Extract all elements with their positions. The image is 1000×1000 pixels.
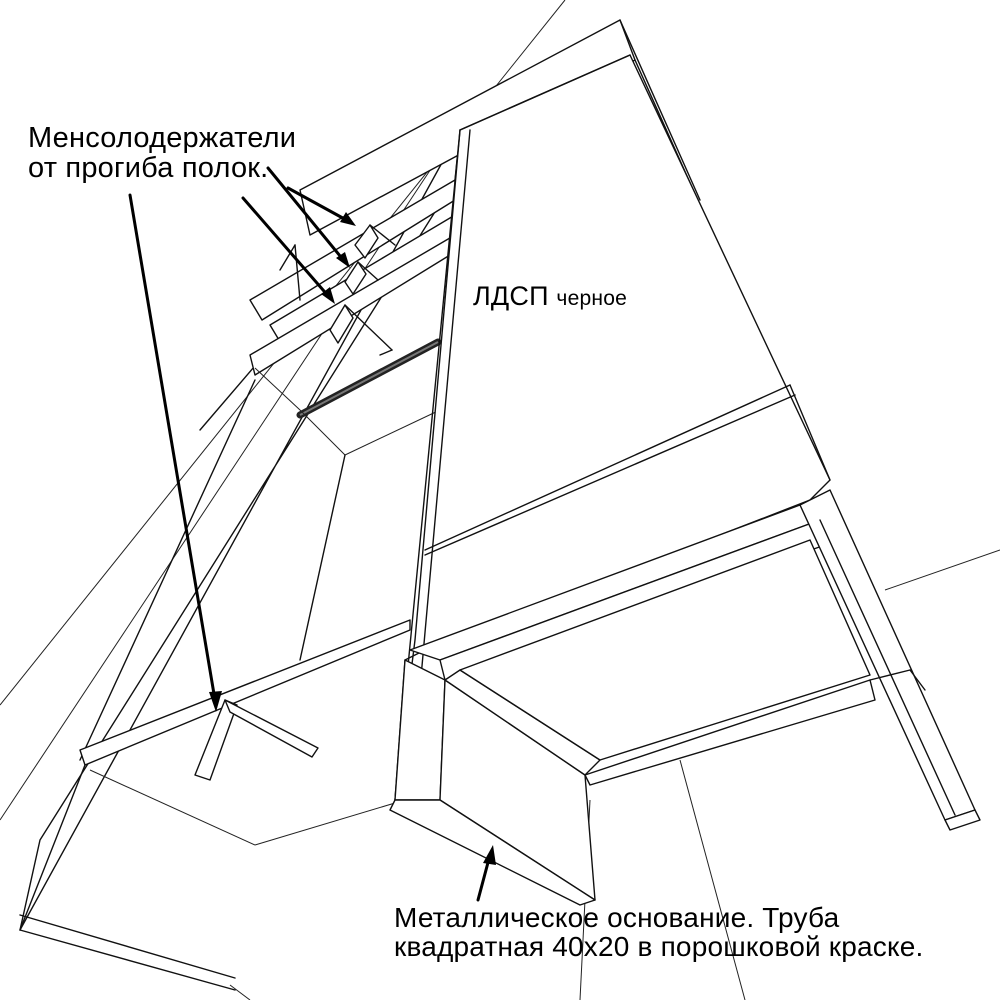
material-label: ЛДСП черное (473, 282, 627, 310)
lower-bracket (194, 699, 319, 781)
material-sub: черное (556, 287, 628, 310)
lower-shelf (19, 454, 411, 931)
shelf-supports-line1: Менсолодержатели (28, 122, 297, 154)
upper-brackets (329, 224, 396, 356)
metal-base-line1: Металлическое основание. Труба (394, 902, 840, 933)
shelf-supports-label: Менсолодержатели от прогиба полок. (28, 123, 296, 184)
metal-base-label: Металлическое основание. Труба квадратна… (394, 903, 924, 962)
rod-lines (254, 367, 441, 456)
shelf-supports-line2: от прогиба полок. (28, 152, 269, 185)
material-main: ЛДСП (473, 281, 549, 311)
metal-base-line2: квадратная 40х20 в порошковой краске. (394, 931, 924, 963)
metal-base-frame (389, 489, 981, 906)
hanging-rail (296, 338, 442, 419)
leader-arrows (128, 166, 496, 902)
